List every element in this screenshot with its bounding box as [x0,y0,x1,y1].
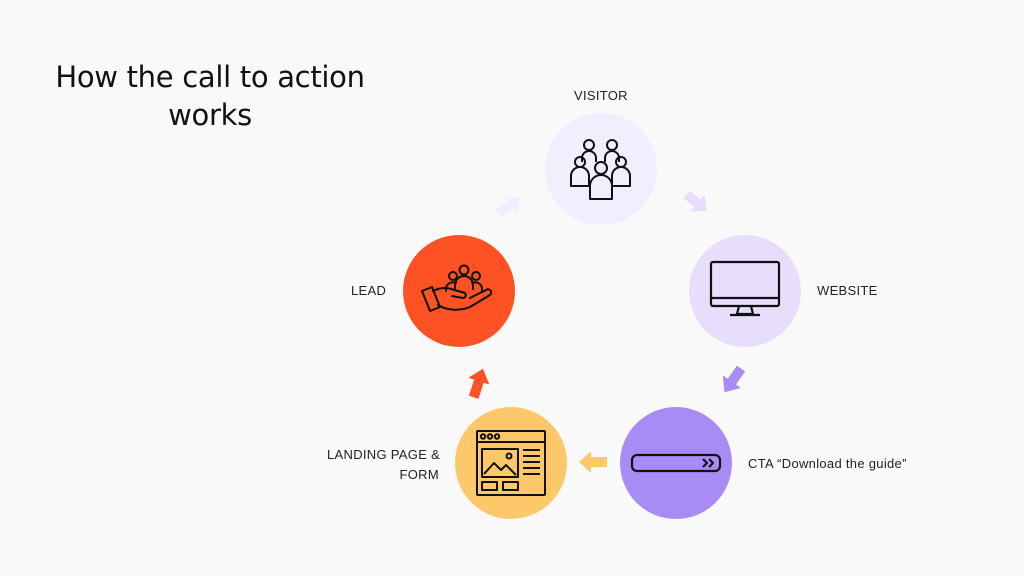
arrow-shape [495,195,521,218]
website-label: WEBSITE [817,283,878,298]
lead-label: LEAD [351,283,387,298]
arrow-shape [468,368,490,399]
page-title: How the call to action works [40,58,380,134]
hand-holding-people-icon [421,264,493,312]
button-bar-icon [630,453,722,473]
title-line-2: works [168,98,252,132]
cta-node [620,407,732,519]
landing-page-label-line-2: FORM [399,467,439,482]
visitor-node [545,113,657,225]
arrow-shape [683,190,707,212]
title-line-1: How the call to action [55,60,365,94]
landing-page-label: LANDING PAGE & FORM [327,445,441,485]
landing-page-node [455,407,567,519]
website-node [689,235,801,347]
arrow-shape [722,365,746,393]
lead-node [403,235,515,347]
webpage-form-icon [476,430,546,496]
landing-page-label-line-1: LANDING PAGE & [327,447,441,462]
arrow-shape [579,451,607,473]
desktop-monitor-icon [709,260,781,317]
people-group-icon [570,139,631,200]
cta-label: CTA “Download the guide” [748,456,907,471]
visitor-label: VISITOR [574,88,628,103]
